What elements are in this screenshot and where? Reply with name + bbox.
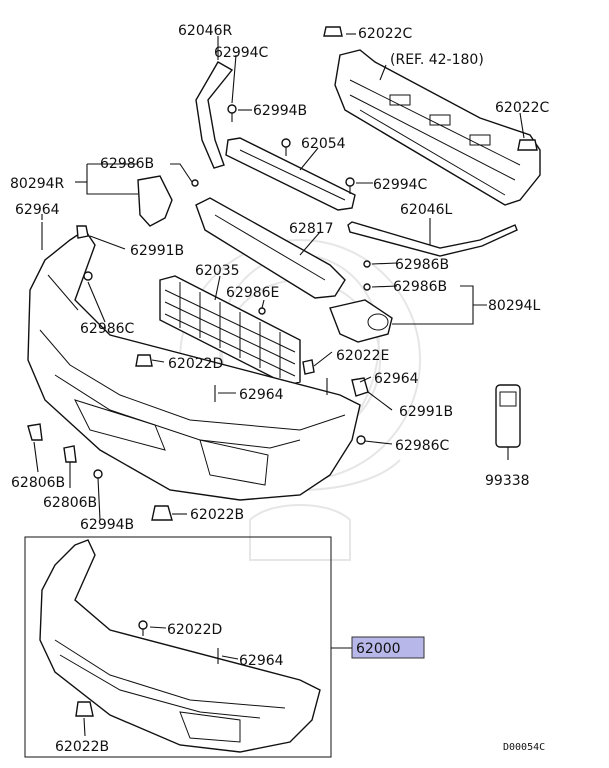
retainer-62046l	[347, 221, 518, 257]
bezel-80294r	[137, 175, 173, 227]
label-ref-42-180: (REF. 42-180)	[390, 52, 484, 68]
clip-62022c-right	[517, 139, 538, 151]
label-62000[interactable]: 62000	[356, 641, 401, 657]
label-62022d-top: 62022D	[168, 356, 223, 372]
bumper-assembly-62000	[39, 539, 321, 753]
label-62046l: 62046L	[400, 202, 453, 218]
label-62022b-top: 62022B	[190, 507, 244, 523]
assembly-box	[24, 536, 332, 758]
bumper-reinforcement	[334, 49, 541, 206]
label-62994b-bottom: 62994B	[80, 517, 134, 533]
label-80294r: 80294R	[10, 176, 65, 192]
label-62964-right: 62964	[374, 371, 419, 387]
label-62986b-r2: 62986B	[393, 279, 447, 295]
label-62991b-left: 62991B	[130, 243, 184, 259]
label-62994c-top: 62994C	[214, 45, 269, 61]
assembly-leader-lines	[83, 626, 352, 737]
label-62994c-mid: 62994C	[373, 177, 428, 193]
diagram-code: D00054C	[503, 742, 545, 753]
label-62054: 62054	[301, 136, 346, 152]
label-62022d-bottom: 62022D	[167, 622, 222, 638]
label-62964-mid: 62964	[239, 387, 284, 403]
label-62817: 62817	[289, 221, 334, 237]
bumper-cover-main	[27, 229, 361, 501]
label-80294l: 80294L	[488, 298, 541, 314]
label-62986c-right: 62986C	[395, 438, 450, 454]
label-62964-left: 62964	[15, 202, 60, 218]
fasteners	[27, 104, 371, 521]
label-62022e: 62022E	[336, 348, 389, 364]
label-62806b-b: 62806B	[43, 495, 97, 511]
clip-62022c-top	[323, 26, 343, 37]
label-62806b-a: 62806B	[11, 475, 65, 491]
label-62046r: 62046R	[178, 23, 233, 39]
label-62986b-r1: 62986B	[395, 257, 449, 273]
label-62986b-left: 62986B	[100, 156, 154, 172]
bezel-80294l	[329, 299, 393, 343]
leader-lines	[33, 33, 525, 521]
grille-62035	[159, 275, 301, 386]
retainer-62046r	[195, 61, 234, 169]
label-62994b-top: 62994B	[253, 103, 307, 119]
label-62986e: 62986E	[226, 285, 279, 301]
label-62986c-left: 62986C	[80, 321, 135, 337]
label-62022c-top: 62022C	[358, 26, 413, 42]
label-62035: 62035	[195, 263, 240, 279]
touch-up-bottle-99338	[495, 384, 521, 460]
label-62991b-right: 62991B	[399, 404, 453, 420]
label-62964-bottom: 62964	[239, 653, 284, 669]
label-62022b-bottom: 62022B	[55, 739, 109, 755]
label-62022c-right: 62022C	[495, 100, 550, 116]
part-62000-highlight[interactable]	[351, 636, 425, 659]
label-99338: 99338	[485, 473, 530, 489]
